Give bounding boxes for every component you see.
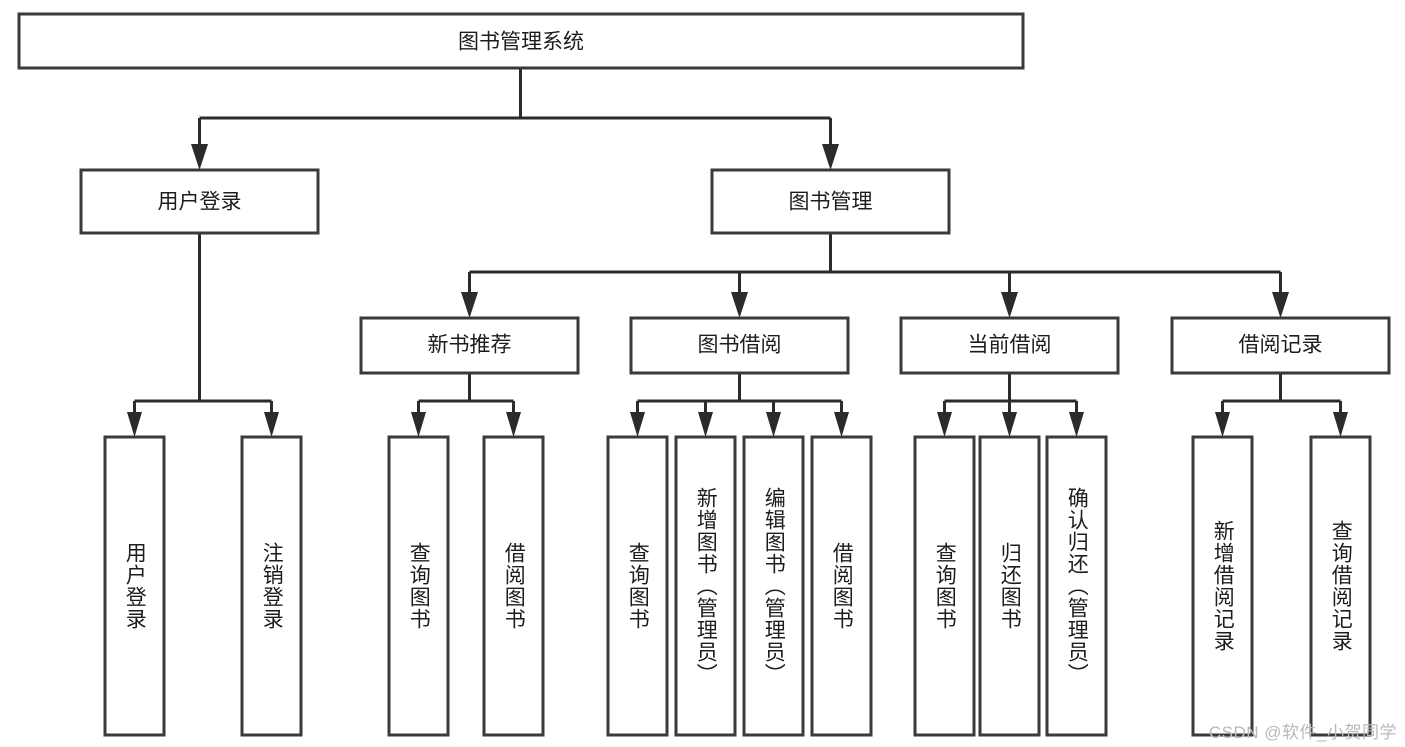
leaf-box-new-book-1[interactable] xyxy=(387,435,450,737)
leaf-box-user-login-1[interactable] xyxy=(103,435,166,737)
leaf-box-book-borrow-4[interactable] xyxy=(810,435,873,737)
leaf-box-borrow-record-2[interactable] xyxy=(1309,435,1372,737)
node-user-login-label: 用户登录 xyxy=(158,191,242,214)
node-book-management-label: 图书管理 xyxy=(789,191,873,214)
leaf-box-book-borrow-2[interactable] xyxy=(674,435,737,737)
node-book-borrow[interactable]: 图书借阅 xyxy=(629,316,850,375)
leaf-box-current-borrow-2[interactable] xyxy=(978,435,1041,737)
leaf-box-user-login-2[interactable] xyxy=(240,435,303,737)
connector-root-to-level2 xyxy=(191,68,839,170)
node-current-borrow-label: 当前借阅 xyxy=(968,334,1052,357)
node-new-book-recommend[interactable]: 新书推荐 xyxy=(359,316,580,375)
node-root-label: 图书管理系统 xyxy=(458,31,584,54)
node-borrow-record-label: 借阅记录 xyxy=(1239,334,1323,357)
node-current-borrow[interactable]: 当前借阅 xyxy=(899,316,1120,375)
node-root[interactable]: 图书管理系统 xyxy=(17,12,1025,70)
leaf-box-borrow-record-1[interactable] xyxy=(1191,435,1254,737)
node-borrow-record[interactable]: 借阅记录 xyxy=(1170,316,1391,375)
leaf-box-current-borrow-3[interactable] xyxy=(1045,435,1108,737)
leaf-box-book-borrow-1[interactable] xyxy=(606,435,669,737)
connector-book-borrow-to-leaves xyxy=(630,373,849,437)
connector-book-mgmt-to-level3 xyxy=(461,233,1289,318)
connector-borrow-record-to-leaves xyxy=(1215,373,1348,437)
connector-new-book-to-leaves xyxy=(411,373,521,437)
node-user-login[interactable]: 用户登录 xyxy=(79,168,320,235)
connector-current-borrow-to-leaves xyxy=(937,373,1084,437)
leaf-box-book-borrow-3[interactable] xyxy=(742,435,805,737)
leaf-box-new-book-2[interactable] xyxy=(482,435,545,737)
node-new-book-recommend-label: 新书推荐 xyxy=(428,334,512,357)
connector-user-login-to-leaves xyxy=(127,233,279,437)
csdn-watermark: CSDN @软件_小贺同学 xyxy=(1208,723,1397,742)
leaf-box-current-borrow-1[interactable] xyxy=(913,435,976,737)
node-book-management[interactable]: 图书管理 xyxy=(710,168,951,235)
node-book-borrow-label: 图书借阅 xyxy=(698,334,782,357)
